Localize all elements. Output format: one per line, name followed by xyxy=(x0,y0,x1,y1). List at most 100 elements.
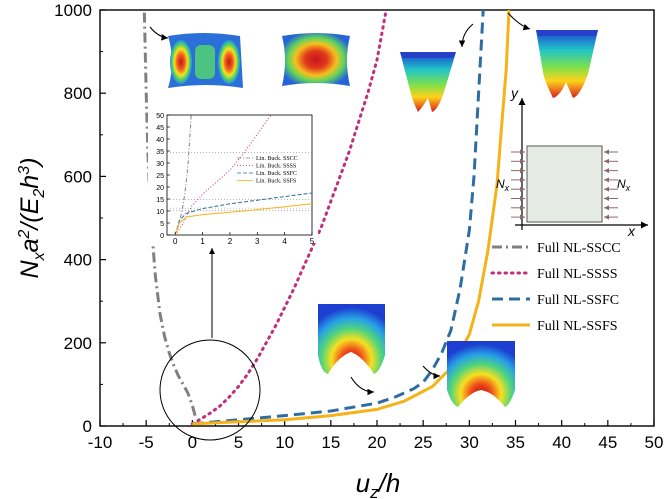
load-label-right: Nx xyxy=(617,177,631,193)
mode-shape-ssss xyxy=(282,33,350,86)
inset-y-tick-label: 40 xyxy=(156,137,164,144)
x-tick-label: 0 xyxy=(188,433,197,452)
legend-label-2: Full NL-SSFC xyxy=(537,293,619,308)
y-tick-label: 1000 xyxy=(54,1,92,20)
y-tick-label: 600 xyxy=(64,167,92,186)
mode-arrow-ssfs xyxy=(507,12,531,31)
y-label-n: N xyxy=(16,259,44,278)
zoom-circle xyxy=(159,339,261,441)
inset-x-ticks: 0 1 2 3 4 5 xyxy=(173,232,315,246)
y-label-a: a xyxy=(16,238,44,252)
y-axis-ticks: 0 200 400 600 800 1000 xyxy=(54,1,106,436)
y-tick-label: 400 xyxy=(64,251,92,270)
mode-shape-ssfc-low xyxy=(318,304,385,374)
inset-x-tick-label: 1 xyxy=(200,237,205,246)
inset-series-group xyxy=(174,115,312,235)
schematic-x-label: x xyxy=(627,223,636,239)
mode-arrow-sscc xyxy=(149,26,169,41)
y-tick-label: 0 xyxy=(83,417,92,436)
inset-y-tick-label: 5 xyxy=(160,221,164,228)
x-axis-title-main: u xyxy=(356,468,370,498)
y-label-3-sup: 3 xyxy=(16,166,33,175)
x-axis-title: uz/h xyxy=(356,468,401,499)
load-right-n: N xyxy=(617,177,626,191)
load-arrows-right xyxy=(604,149,618,220)
inset-series-line-3 xyxy=(174,203,312,235)
inset-x-tick-label: 2 xyxy=(228,237,233,246)
inset-y-tick-label: 35 xyxy=(156,149,164,156)
x-axis-title-sub: z xyxy=(369,483,379,499)
inset-series-line-0 xyxy=(174,115,192,235)
schematic: y x Nx Nx xyxy=(496,85,648,239)
inset-y-tick-label: 15 xyxy=(156,197,164,204)
inset-y-tick-label: 25 xyxy=(156,173,164,180)
x-tick-label: 15 xyxy=(321,433,340,452)
x-tick-label: 40 xyxy=(552,433,571,452)
legend-label-3: Full NL-SSFS xyxy=(537,319,618,334)
schematic-plate xyxy=(526,145,603,223)
load-left-sub: x xyxy=(504,183,510,193)
mode-shape-ssfs-top xyxy=(536,30,598,98)
x-tick-label: 25 xyxy=(414,433,433,452)
series-line-2 xyxy=(192,10,485,426)
y-label-h: h xyxy=(16,175,44,189)
x-tick-label: 30 xyxy=(460,433,479,452)
inset-legend-label-1: Lin. Buck. SSSS xyxy=(256,164,296,170)
x-tick-label: 45 xyxy=(598,433,617,452)
inset-y-tick-label: 30 xyxy=(156,161,164,168)
load-label-left: Nx xyxy=(496,177,510,193)
inset-x-tick-label: 4 xyxy=(282,237,287,246)
series-line-0 xyxy=(142,10,197,416)
series-line-1 xyxy=(190,10,388,426)
load-arrows-left xyxy=(511,149,525,220)
main-legend: Full NL-SSCC Full NL-SSSS Full NL-SSFC Full… xyxy=(490,241,621,334)
y-label-x-sub: x xyxy=(31,251,48,261)
inset-x-tick-label: 5 xyxy=(310,237,315,246)
y-tick-label: 800 xyxy=(64,84,92,103)
inset-legend-label-3: Lin. Buck. SSFS xyxy=(256,179,296,185)
inset-x-tick-label: 3 xyxy=(255,237,260,246)
x-tick-label: 50 xyxy=(645,433,664,452)
x-axis-ticks: -10 -5 0 5 10 15 20 25 30 35 40 45 50 xyxy=(88,420,664,452)
mode-arrow-ssfc-low xyxy=(350,376,375,396)
inset-y-tick-label: 50 xyxy=(156,113,164,120)
mode-shape-ssfs-low xyxy=(447,341,515,407)
mode-arrow-ssfs-low xyxy=(422,365,441,380)
x-axis-title-tail: /h xyxy=(377,468,401,498)
inset-y-tick-label: 20 xyxy=(156,185,164,192)
y-axis-title: Nxa2/(E2h3) xyxy=(16,158,48,279)
y-label-2-sub: 2 xyxy=(31,189,48,199)
legend-label-1: Full NL-SSSS xyxy=(537,267,618,282)
inset-x-tick-label: 0 xyxy=(173,237,178,246)
x-tick-label: 35 xyxy=(506,433,525,452)
y-label-e: /(E xyxy=(16,197,44,231)
inset-series-line-1 xyxy=(174,115,272,235)
y-tick-label: 200 xyxy=(64,334,92,353)
mode-shape-ssfc-top xyxy=(400,52,456,112)
x-tick-label: -10 xyxy=(88,433,113,452)
y-label-2-sup: 2 xyxy=(16,229,33,239)
x-tick-label: 20 xyxy=(368,433,387,452)
inset-y-tick-label: 0 xyxy=(160,233,164,240)
x-tick-label: -5 xyxy=(139,433,154,452)
inset-reference-lines xyxy=(167,152,312,211)
inset-y-tick-label: 45 xyxy=(156,125,164,132)
inset-y-ticks: 0 5 10 15 20 25 30 35 40 45 50 xyxy=(156,113,170,240)
inset-y-tick-label: 10 xyxy=(156,209,164,216)
mode-arrow-ssfc xyxy=(458,23,474,48)
inset-background xyxy=(148,108,318,243)
load-left-n: N xyxy=(496,177,505,191)
legend-label-0: Full NL-SSCC xyxy=(537,241,621,256)
x-tick-label: 10 xyxy=(275,433,294,452)
load-right-sub: x xyxy=(625,183,631,193)
y-label-close: ) xyxy=(16,158,44,169)
inset-series-line-2 xyxy=(174,192,312,235)
inset-legend-label-0: Lin. Buck. SSCC xyxy=(256,156,298,162)
inset-legend-label-2: Lin. Buck. SSFC xyxy=(256,171,297,177)
x-tick-label: 5 xyxy=(234,433,243,452)
schematic-y-label: y xyxy=(510,85,519,101)
mode-shape-sscc xyxy=(168,33,243,88)
